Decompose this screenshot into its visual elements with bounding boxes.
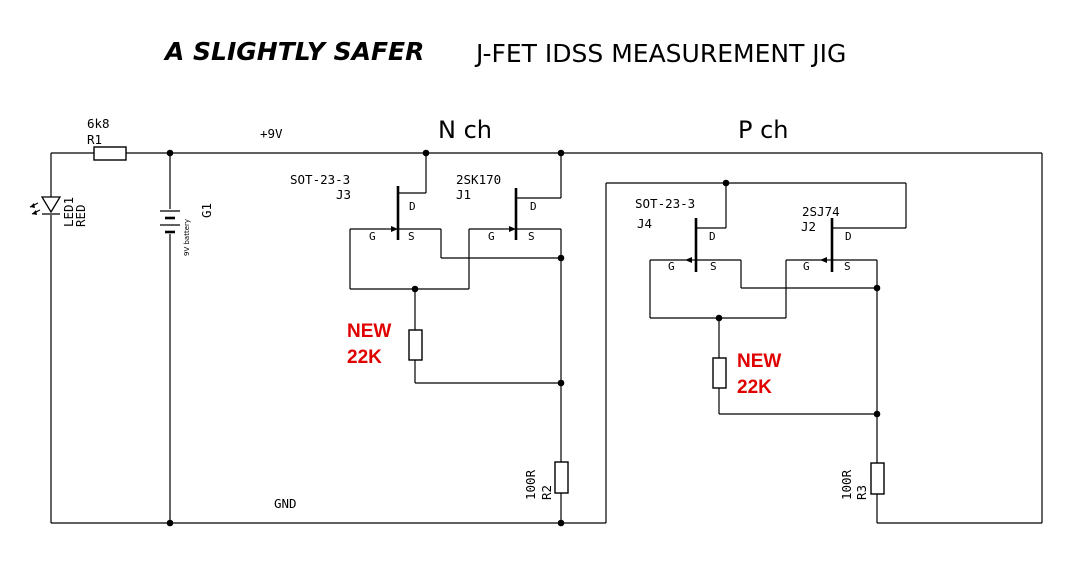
j3-drain-pin: D [409,200,416,213]
junction-dot [557,379,565,387]
junction-dot [166,149,174,157]
junction-dot [557,149,565,157]
n-channel-header: N ch [438,116,492,144]
j2-source-pin: S [844,260,851,273]
j2-ref: J2 [801,219,816,234]
p-new-label: NEW [737,351,781,372]
j1-ref: J1 [456,187,471,202]
g1-note: 9V battery [183,219,191,256]
j1-jfet-symbol [504,188,518,240]
junction-dot [422,149,430,157]
ground-net-label: GND [274,496,297,511]
j2-package: 2SJ74 [802,204,840,219]
n-channel-wiring [349,153,562,523]
top-rail [51,152,1043,524]
led1-color: RED [73,204,88,227]
junction-dot [873,284,881,292]
n-new-22k-resistor [408,329,423,361]
r3-value: 100R [839,469,854,500]
junction-dot [722,179,730,187]
r1-ref: R1 [87,132,102,147]
ground-rail [51,182,907,524]
g1-battery [160,153,180,523]
junction-dots [166,149,881,527]
p-22k-label: 22K [737,377,772,398]
j1-drain-pin: D [530,200,537,213]
j3-gate-pin: G [369,230,376,243]
p-channel-header: P ch [738,116,789,144]
j3-package: SOT-23-3 [290,172,350,187]
supply-net-label: +9V [260,126,283,141]
j2-jfet-symbol [820,218,852,272]
junction-dot [557,519,565,527]
j3-jfet-symbol [386,186,400,240]
r2-ref: R2 [539,485,554,500]
r3-resistor [870,462,885,495]
junction-dot [715,314,723,322]
led1-ref: LED1 [61,197,76,227]
r2-resistor [554,461,569,494]
j2-gate-pin: G [803,260,810,273]
j3-ref: J3 [336,187,351,202]
j1-package: 2SK170 [456,172,501,187]
title-emphasis: A SLIGHTLY SAFER [163,37,424,66]
j4-drain-pin: D [709,230,716,243]
led1-symbol [29,153,62,523]
j1-gate-pin: G [488,230,495,243]
g1-ref: G1 [199,203,214,218]
j2-drain-pin: D [845,230,852,243]
title-rest: J-FET IDSS MEASUREMENT JIG [474,39,846,68]
j4-source-pin: S [710,260,717,273]
j4-gate-pin: G [668,260,675,273]
r2-value: 100R [523,469,538,500]
r1-resistor [93,146,127,161]
junction-dot [873,410,881,418]
junction-dot [411,285,419,293]
j3-source-pin: S [408,230,415,243]
n-new-label: NEW [347,321,391,342]
p-channel-wiring [649,183,878,523]
p-new-22k-resistor [712,357,727,389]
j4-package: SOT-23-3 [635,196,695,211]
j4-jfet-symbol [685,218,698,272]
j4-ref: J4 [637,216,652,231]
j1-source-pin: S [528,230,535,243]
r3-ref: R3 [854,485,869,500]
r1-value: 6k8 [87,116,110,131]
junction-dot [166,519,174,527]
n-22k-label: 22K [347,347,382,368]
junction-dot [557,254,565,262]
